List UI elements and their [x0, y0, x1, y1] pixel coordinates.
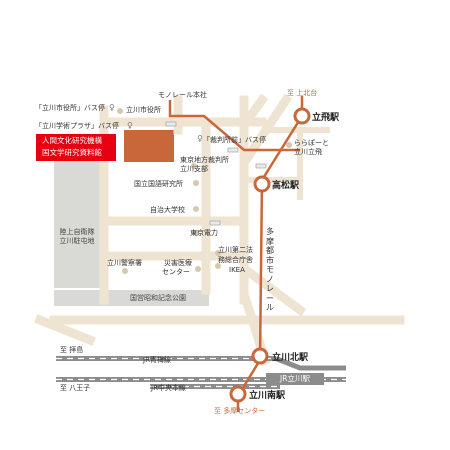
lalaport-label-1: ららぽーと	[294, 139, 329, 147]
showa-park-area	[54, 290, 209, 306]
dest-hachioji: 至 八王子	[60, 384, 91, 392]
lalaport-label-2: 立川立飛	[294, 148, 322, 156]
callout-line-2: 国文学研究資料館	[42, 148, 102, 157]
landmark-dot-icon	[191, 163, 197, 169]
landmark-dot-icon	[193, 180, 199, 186]
showa-park-label: 国営昭和記念公園	[130, 294, 186, 302]
tama-monorail-label: 多摩都市モノレール	[266, 227, 274, 312]
tokyo-electric-label: 東京電力	[190, 229, 218, 237]
landmark-dot-icon	[193, 206, 199, 212]
disaster-center-label-2: センター	[162, 268, 190, 276]
bus-markers	[165, 121, 267, 226]
ikea-label: IKEA	[229, 266, 245, 274]
target-building	[124, 130, 174, 162]
police-label: 立川警察署	[107, 259, 142, 267]
cityhall-label: 立川市役所	[126, 106, 161, 114]
station-takamatsu: 高松駅	[272, 181, 300, 191]
saibansho-bus-label: 「裁判所前」バス停	[203, 136, 266, 144]
station-tachihi: 立飛駅	[312, 113, 340, 123]
landmark-dot-icon	[195, 266, 201, 272]
institute-callout: 人間文化研究機構 国文学研究資料館	[36, 134, 116, 161]
gsdf-area	[54, 158, 100, 288]
jr-chuo-label: JR中央本線	[151, 384, 186, 392]
monorail-hq-label: モノレール本社	[158, 91, 207, 99]
landmark-dot-icon	[215, 263, 221, 269]
landmark-dot-icon	[286, 142, 292, 148]
station-tachikawa-kita: 立川北駅	[272, 353, 309, 363]
gsdf-label-2: 立川駐屯地	[59, 237, 95, 245]
jr-tachikawa-sign: JR立川駅	[266, 373, 324, 385]
gakugei-bus-label: 「立川学術プラザ」バス停	[35, 122, 119, 130]
district-court-label-2: 立川支部	[180, 165, 208, 173]
district-court-label-1: 東京地方裁判所	[180, 156, 229, 164]
jr-rails	[56, 356, 346, 389]
gsdf-label-1: 陸上自衛隊	[59, 228, 95, 236]
landmark-dot-icon	[215, 250, 221, 256]
dest-tama-center: 至 多摩センター	[214, 407, 266, 415]
gov-building-label-1: 立川第二法	[218, 246, 253, 254]
jr-ome-label: JR青梅線	[143, 356, 171, 364]
cityhall-bus-label: 「立川市役所」バス停	[35, 104, 105, 112]
dest-kamikitadai: 至 上北台	[287, 89, 318, 97]
station-tachikawa-minami: 立川南駅	[249, 391, 286, 401]
gov-building-label-2: 務総合庁舎	[218, 256, 253, 264]
kokugoken-label: 国立国語研究所	[134, 180, 183, 188]
minor-roads	[244, 127, 330, 200]
jichi-university-label: 自治大学校	[150, 206, 185, 214]
bus-stop-icon: ♀	[109, 103, 115, 112]
callout-line-1: 人間文化研究機構	[42, 136, 102, 145]
bus-stop-icon: ♀	[127, 121, 133, 130]
bus-stop-icon: ♀	[197, 134, 203, 143]
landmark-dot-icon	[193, 230, 199, 236]
landmark-dot-icon	[122, 268, 128, 274]
disaster-center-label-1: 災害医療	[164, 259, 192, 267]
dest-haijima: 至 拝島	[60, 346, 84, 354]
station-circles	[229, 107, 311, 403]
landmark-dot-icon	[117, 108, 123, 114]
